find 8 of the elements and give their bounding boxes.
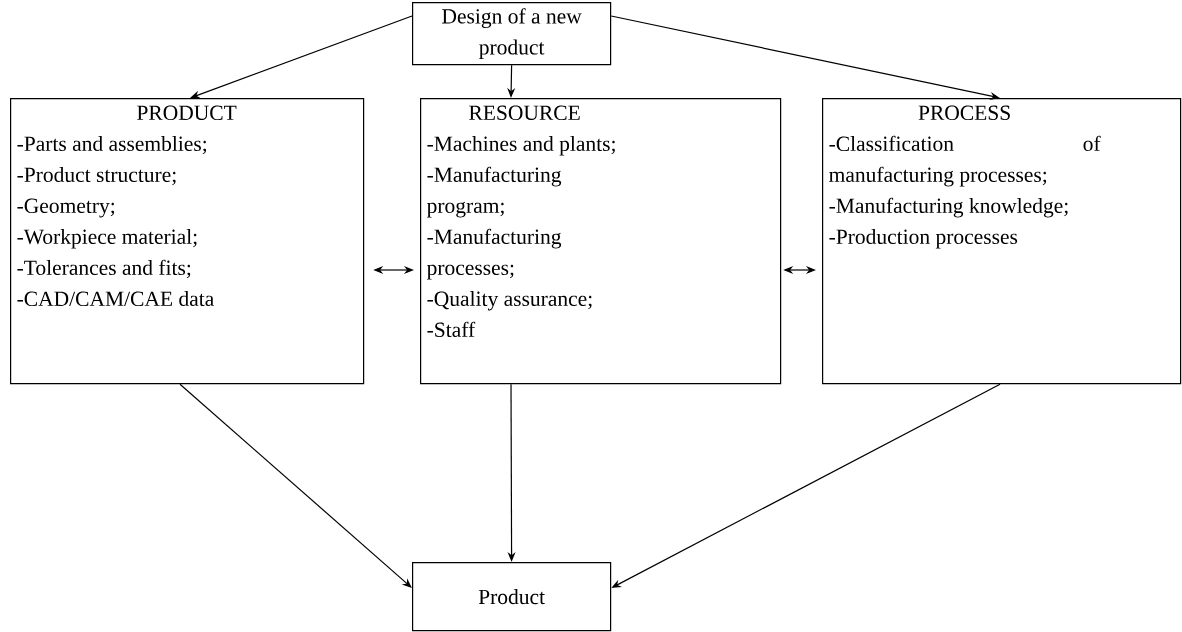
text-box: Design of a new product [412,2,612,66]
arrow [610,15,1000,100]
text-box: RESOURCE -Machines and plants; -Manufacturing program; -Manufacturing processes; -Quality assurance; -Staff [420,98,782,385]
text-box: PROCESS -Classification of manufacturing processes; -Manufacturing knowledge; -Production processes [822,98,1182,385]
arrow [179,383,412,588]
text-box: PRODUCT -Parts and assemblies; -Product structure; -Geometry; -Workpiece material; -Tolerances and fits; -CAD/CAM/CAE data [10,98,365,385]
arrow [190,15,413,99]
text-box: Product [412,562,612,632]
